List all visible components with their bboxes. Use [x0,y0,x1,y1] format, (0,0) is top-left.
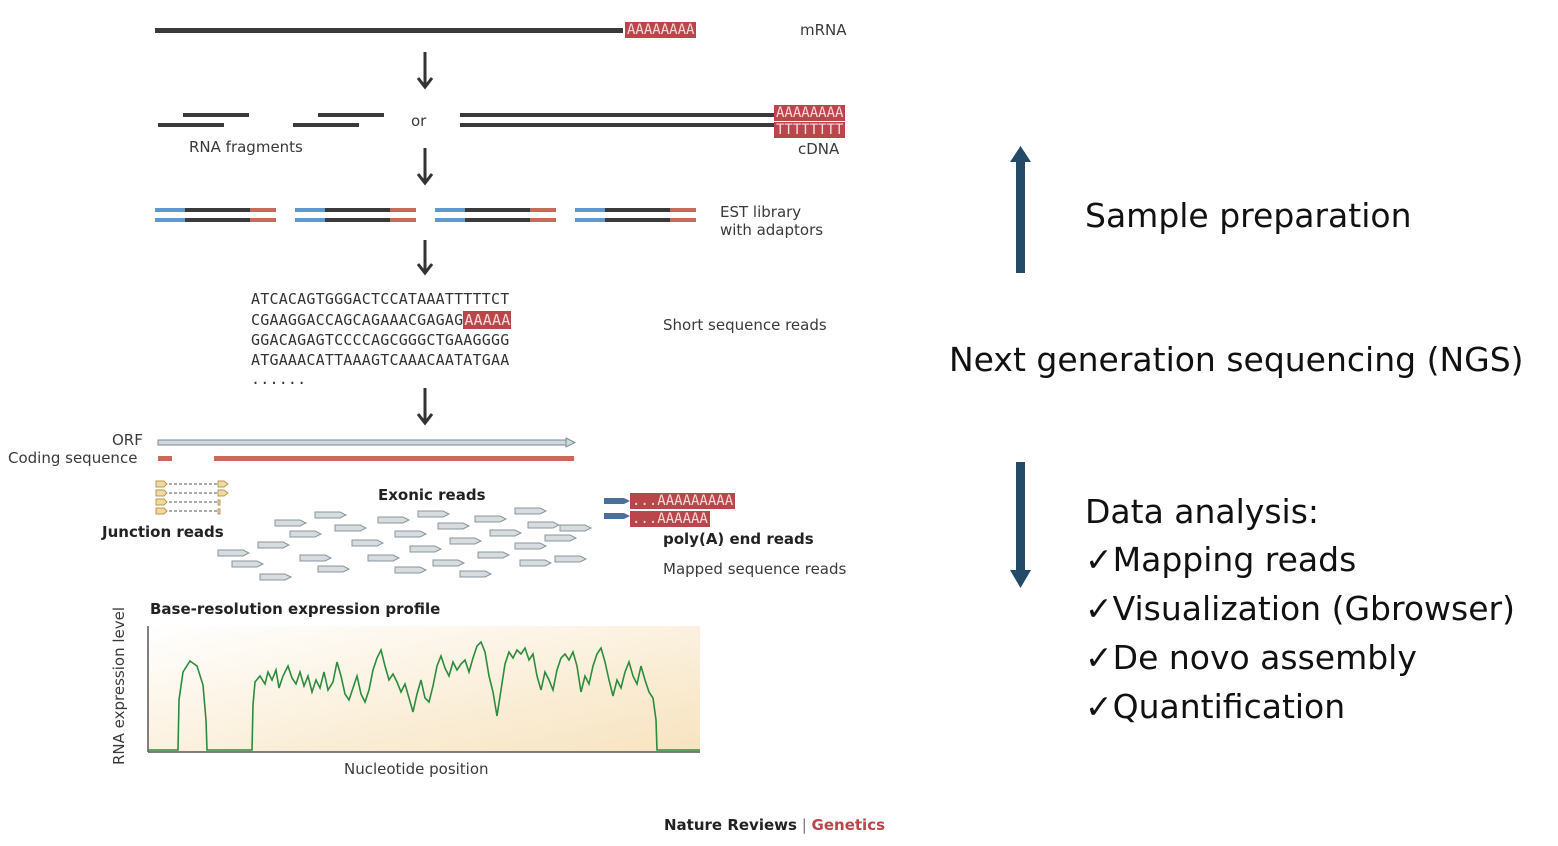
orf-label: ORF [112,431,143,449]
mrna-label: mRNA [800,21,847,39]
expression-plot [147,626,700,753]
check-icon: ✓ [1085,540,1113,579]
est-label-line1: EST library [720,203,802,221]
read-seq-4: ATGAAACATTAAAGTCAAACAATATGAA [251,351,510,369]
junction-reads [164,483,220,512]
credit-separator: | [801,816,807,834]
rna-fragments-label: RNA fragments [189,138,303,156]
junction-reads-label: Junction reads [102,523,224,541]
read-seq-3: GGACAGAGTCCCCAGCGGGCTGAAGGGG [251,331,510,349]
check-icon: ✓ [1085,638,1113,677]
coding-track [158,456,574,461]
or-label: or [411,112,427,130]
polya-read-1: ...AAAAAAAAA [630,493,736,509]
check-icon: ✓ [1085,687,1113,726]
est-label-line2: with adaptors [720,221,824,239]
read-seq-2: CGAAGGACCAGCAGAAACGAGAGAAAAA [251,311,512,329]
credit-section: Genetics [811,816,886,834]
analysis-step-quantification: ✓Quantification [1085,687,1345,726]
cdna-polyt: TTTTTTTT [774,122,846,138]
analysis-step-mapping: ✓Mapping reads [1085,540,1356,579]
data-analysis-arrow [1010,462,1031,588]
polya-reads-label: poly(A) end reads [663,530,814,548]
analysis-step-label: Mapping reads [1112,540,1357,579]
mrna-strand [155,28,623,33]
expression-curve [148,640,700,751]
rna-fragments [158,113,384,127]
sample-preparation-label: Sample preparation [1085,196,1412,235]
exonic-reads-label: Exonic reads [378,486,486,504]
figure-credit: Nature Reviews | Genetics [664,816,885,834]
analysis-step-label: De novo assembly [1112,638,1417,677]
analysis-step-assembly: ✓De novo assembly [1085,638,1417,677]
analysis-step-label: Visualization (Gbrowser) [1112,589,1515,628]
profile-title: Base-resolution expression profile [150,600,441,618]
ngs-label: Next generation sequencing (NGS) [949,340,1524,379]
exonic-reads [217,507,593,581]
read-seq-5: ...... [251,370,307,388]
mapped-reads-label: Mapped sequence reads [663,560,847,578]
credit-journal: Nature Reviews [664,816,797,834]
mrna-polya-tail: AAAAAAAA [625,22,697,38]
coding-sequence-label: Coding sequence [8,449,138,467]
cdna-strand [460,113,776,127]
polya-read-2: ...AAAAAA [630,511,710,527]
check-icon: ✓ [1085,589,1113,628]
sample-prep-arrow [1010,146,1031,273]
orf-track [157,437,577,448]
est-library [155,208,696,222]
analysis-step-visualization: ✓Visualization (Gbrowser) [1085,589,1515,628]
cdna-label: cDNA [798,140,840,158]
data-analysis-title: Data analysis: [1085,492,1320,531]
profile-xlabel: Nucleotide position [344,760,489,778]
analysis-step-label: Quantification [1112,687,1346,726]
profile-ylabel: RNA expression level [110,606,128,765]
read-seq-2-polya: AAAAA [463,311,512,329]
short-reads-label: Short sequence reads [663,316,827,334]
polya-read-stubs [604,498,630,519]
junction-read-ends [155,480,229,515]
read-seq-1: ATCACAGTGGGACTCCATAAATTTTTCT [251,290,510,308]
read-seq-2-body: CGAAGGACCAGCAGAAACGAGAG [251,311,464,329]
process-arrows [416,52,434,426]
cdna-polya: AAAAAAAA [774,105,846,121]
